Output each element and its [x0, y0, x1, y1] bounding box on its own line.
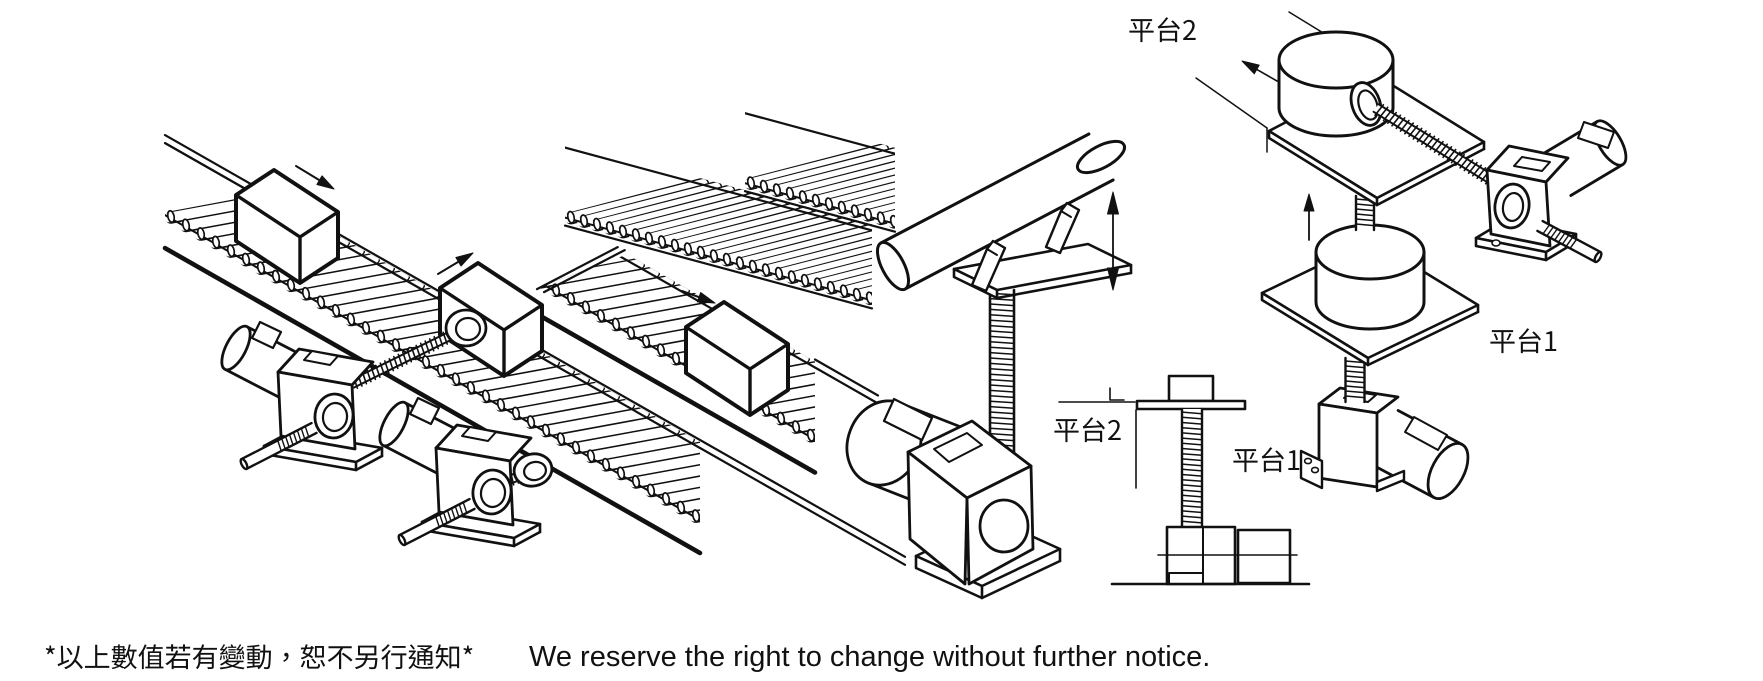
- screw-collar: [512, 452, 554, 488]
- label-platform1-right-text: 平台1: [1489, 327, 1558, 357]
- vertical-jack-scene: [845, 132, 1133, 600]
- side-view-sketch: [1058, 374, 1311, 586]
- screw-jack-pusher-1: [220, 320, 384, 472]
- stage2-drive-screw: [1372, 103, 1506, 191]
- saddle-prong-right: [1044, 201, 1081, 255]
- label-platform1-right: 平台1: [1489, 327, 1558, 357]
- screw-jack-pusher-2: [378, 396, 542, 548]
- two-stage-platform-scene: [1195, 11, 1628, 500]
- package-box-2: [438, 261, 544, 378]
- label-platform1-side: 平台1: [1232, 446, 1301, 476]
- support-drum: [1314, 223, 1426, 331]
- slide-arrow: [1241, 60, 1278, 82]
- stage1-screw: [1344, 356, 1366, 404]
- pusher-pad: [444, 308, 488, 348]
- travel-arrow-1: [295, 165, 335, 190]
- label-platform2-top: 平台2: [1128, 16, 1197, 46]
- travel-arrow-3: [681, 290, 716, 304]
- saddle-prong-left: [970, 239, 1007, 293]
- up-down-arrow: [1107, 191, 1119, 291]
- caption-zh-text: *以上數值若有變動，恕不另行通知*: [44, 643, 471, 673]
- label-platform2-side-text: 平台2: [1053, 416, 1122, 446]
- caption-zh: *以上數值若有變動，恕不另行通知*: [44, 643, 473, 673]
- pipe-load: [875, 132, 1127, 292]
- caption-en: We reserve the right to change without f…: [529, 641, 1210, 673]
- screw-jack-stage-2: [1474, 119, 1628, 264]
- caption: *以上數值若有變動，恕不另行通知* We reserve the right to…: [44, 641, 1210, 673]
- load-drum: [1277, 30, 1395, 138]
- up-arrow: [1303, 193, 1315, 241]
- label-platform2-top-text: 平台2: [1128, 16, 1197, 46]
- screw-jack-lifter: [845, 397, 1062, 600]
- label-platform1-side-text: 平台1: [1232, 446, 1301, 476]
- package-box-3: [684, 300, 790, 417]
- push-arrow-2: [437, 252, 474, 275]
- label-platform2-side: 平台2: [1053, 416, 1122, 446]
- package-box-1: [234, 168, 340, 285]
